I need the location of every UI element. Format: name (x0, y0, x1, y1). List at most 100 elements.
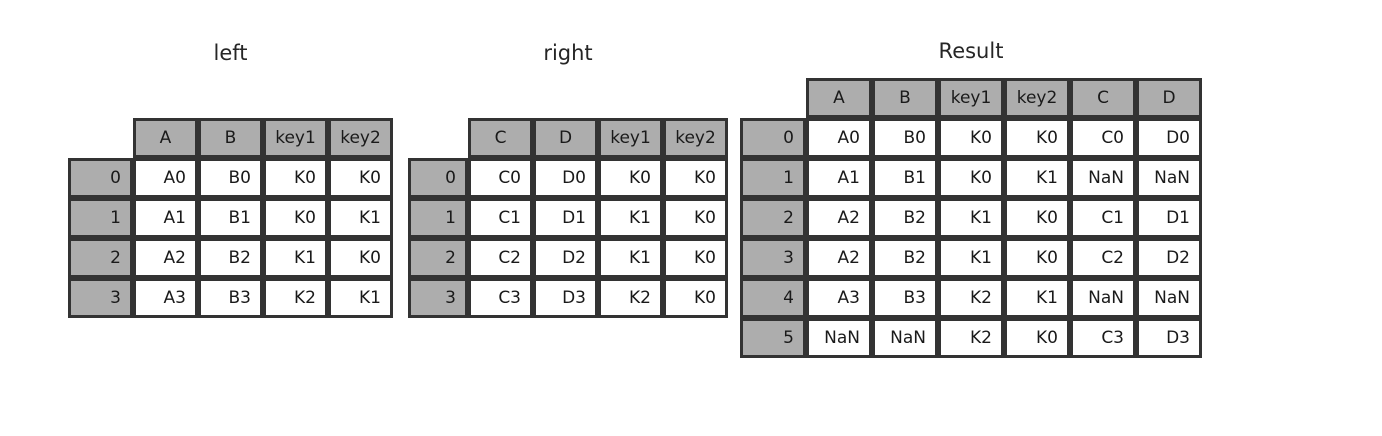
table-cell: K0 (938, 118, 1004, 158)
row-index-result-2: 2 (740, 198, 806, 238)
table-cell: B1 (198, 198, 263, 238)
table-title-left: left (213, 41, 248, 65)
column-header-right-D: D (533, 118, 598, 158)
table-cell: A0 (133, 158, 198, 198)
table-cell: NaN (1070, 278, 1136, 318)
column-header-right-key1: key1 (598, 118, 663, 158)
table-cell: A3 (133, 278, 198, 318)
row-index-result-4: 4 (740, 278, 806, 318)
table-cell: C0 (468, 158, 533, 198)
table-cell: C1 (468, 198, 533, 238)
table-cell: C3 (468, 278, 533, 318)
table-cell: NaN (1070, 158, 1136, 198)
row-index-left-0: 0 (68, 158, 133, 198)
column-header-right-C: C (468, 118, 533, 158)
column-header-right-key2: key2 (663, 118, 728, 158)
table-cell: K0 (1004, 238, 1070, 278)
table-cell: B3 (872, 278, 938, 318)
table-cell: K0 (663, 238, 728, 278)
column-header-result-A: A (806, 78, 872, 118)
table-cell: C2 (1070, 238, 1136, 278)
table-cell: K0 (663, 158, 728, 198)
table-cell: K1 (328, 198, 393, 238)
table-cell: NaN (806, 318, 872, 358)
table-cell: K1 (938, 198, 1004, 238)
row-index-result-5: 5 (740, 318, 806, 358)
table-cell: B2 (872, 238, 938, 278)
table-cell: C0 (1070, 118, 1136, 158)
table-cell: K2 (938, 318, 1004, 358)
table-cell: D3 (533, 278, 598, 318)
column-header-left-B: B (198, 118, 263, 158)
table-cell: K0 (1004, 318, 1070, 358)
table-cell: K2 (938, 278, 1004, 318)
table-cell: B2 (198, 238, 263, 278)
column-header-left-A: A (133, 118, 198, 158)
table-cell: K0 (328, 238, 393, 278)
table-cell: K0 (263, 198, 328, 238)
table-cell: C1 (1070, 198, 1136, 238)
table-cell: C2 (468, 238, 533, 278)
table-cell: A0 (806, 118, 872, 158)
table-cell: K1 (1004, 158, 1070, 198)
column-header-result-B: B (872, 78, 938, 118)
table-cell: NaN (1136, 278, 1202, 318)
column-header-result-C: C (1070, 78, 1136, 118)
row-index-left-3: 3 (68, 278, 133, 318)
table-cell: NaN (872, 318, 938, 358)
table-cell: B3 (198, 278, 263, 318)
table-cell: B1 (872, 158, 938, 198)
table-cell: A2 (806, 198, 872, 238)
row-index-result-3: 3 (740, 238, 806, 278)
table-cell: A2 (133, 238, 198, 278)
table-cell: A1 (133, 198, 198, 238)
table-title-right: right (543, 41, 593, 65)
column-header-result-D: D (1136, 78, 1202, 118)
table-cell: A3 (806, 278, 872, 318)
table-cell: A1 (806, 158, 872, 198)
table-cell: K0 (938, 158, 1004, 198)
table-cell: D0 (1136, 118, 1202, 158)
table-cell: B2 (872, 198, 938, 238)
table-cell: D1 (1136, 198, 1202, 238)
row-index-right-2: 2 (408, 238, 468, 278)
table-cell: K1 (938, 238, 1004, 278)
table-cell: B0 (198, 158, 263, 198)
row-index-right-3: 3 (408, 278, 468, 318)
table-cell: K1 (328, 278, 393, 318)
table-cell: NaN (1136, 158, 1202, 198)
table-cell: K0 (663, 198, 728, 238)
row-index-result-1: 1 (740, 158, 806, 198)
column-header-left-key1: key1 (263, 118, 328, 158)
column-header-result-key2: key2 (1004, 78, 1070, 118)
table-cell: K0 (263, 158, 328, 198)
table-cell: A2 (806, 238, 872, 278)
table-cell: D2 (533, 238, 598, 278)
table-cell: K0 (328, 158, 393, 198)
table-cell: K0 (1004, 118, 1070, 158)
table-cell: D2 (1136, 238, 1202, 278)
row-index-right-1: 1 (408, 198, 468, 238)
table-cell: K2 (598, 278, 663, 318)
table-cell: D0 (533, 158, 598, 198)
table-cell: C3 (1070, 318, 1136, 358)
row-index-left-2: 2 (68, 238, 133, 278)
table-cell: K1 (263, 238, 328, 278)
table-title-result: Result (938, 39, 1004, 63)
table-cell: K0 (1004, 198, 1070, 238)
row-index-right-0: 0 (408, 158, 468, 198)
table-cell: K1 (598, 238, 663, 278)
table-cell: K2 (263, 278, 328, 318)
table-cell: K1 (1004, 278, 1070, 318)
table-cell: D1 (533, 198, 598, 238)
column-header-result-key1: key1 (938, 78, 1004, 118)
row-index-result-0: 0 (740, 118, 806, 158)
table-cell: K1 (598, 198, 663, 238)
table-cell: K0 (663, 278, 728, 318)
table-cell: B0 (872, 118, 938, 158)
table-cell: K0 (598, 158, 663, 198)
